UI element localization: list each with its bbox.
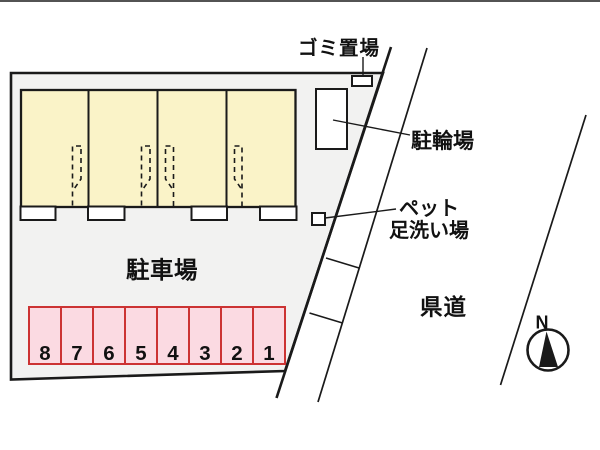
road-edge-line bbox=[275, 46, 393, 399]
pet-wash-leader-line bbox=[324, 208, 397, 219]
road-tick bbox=[325, 257, 360, 269]
parking-space-number: 6 bbox=[103, 342, 114, 365]
parking-space-number: 1 bbox=[263, 342, 274, 365]
stair-dashed bbox=[142, 149, 151, 190]
stair-dashed bbox=[233, 149, 243, 190]
sidewalk-line bbox=[317, 47, 428, 403]
pet-wash-label-line1: ペット bbox=[399, 198, 459, 220]
parking-space-number: 5 bbox=[135, 342, 146, 365]
entrance-porch bbox=[87, 205, 126, 221]
parking-row: 8 7 6 5 4 3 2 1 bbox=[28, 306, 286, 365]
stair-dashed bbox=[165, 145, 175, 207]
parking-space-number: 8 bbox=[39, 342, 50, 365]
road-far-line bbox=[499, 114, 587, 386]
bicycle-parking-box bbox=[315, 88, 348, 150]
parking-space-number: 4 bbox=[167, 342, 179, 365]
stair-dashed bbox=[71, 145, 81, 207]
stair-dashed bbox=[73, 149, 82, 190]
parking-space-number: 3 bbox=[199, 342, 210, 365]
compass: N bbox=[526, 313, 570, 372]
garbage-label: ゴミ置場 bbox=[298, 37, 380, 60]
prefectural-road-label: 県道 bbox=[420, 294, 467, 320]
entrance-porch bbox=[190, 205, 228, 221]
entrance-porch bbox=[259, 205, 298, 221]
parking-space bbox=[188, 306, 222, 365]
compass-north-label: N bbox=[536, 313, 549, 333]
garbage-area-box bbox=[351, 75, 373, 87]
bicycle-leader-line bbox=[332, 119, 411, 136]
road-tick bbox=[309, 312, 343, 324]
stair-dashed bbox=[234, 145, 243, 207]
stair-dashed bbox=[164, 149, 174, 190]
parking-lot-label: 駐車場 bbox=[126, 256, 198, 283]
parking-space bbox=[28, 306, 62, 365]
bicycle-label: 駐輪場 bbox=[411, 129, 474, 153]
pet-wash-box bbox=[311, 212, 326, 226]
entrance-porch bbox=[19, 205, 57, 221]
parking-space-number: 7 bbox=[71, 342, 82, 365]
compass-needle bbox=[539, 331, 558, 367]
parking-space bbox=[252, 306, 286, 365]
stair-dashed bbox=[140, 145, 150, 207]
pet-wash-label-line2: 足洗い場 bbox=[389, 219, 469, 242]
parking-space-number: 2 bbox=[231, 342, 242, 365]
